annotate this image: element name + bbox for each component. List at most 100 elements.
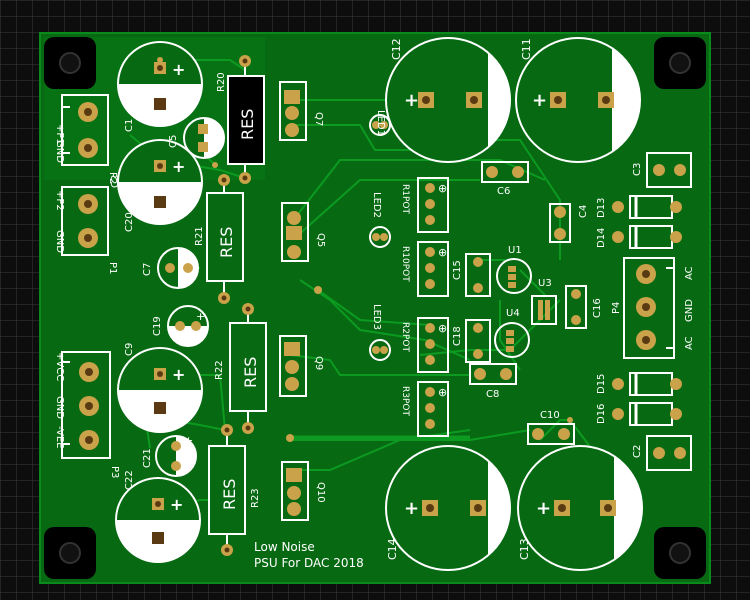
resistor-r22: RES R22 (214, 303, 267, 434)
polarity-mark: + (196, 310, 205, 323)
small-capacitor-group: + C5 + C7 + C19 + C21 (142, 117, 225, 477)
capacitor-label: C19 (152, 316, 163, 336)
capacitor-c14: + C14 (385, 445, 511, 571)
capacitor-label: C6 (497, 186, 510, 197)
capacitor-label: C21 (142, 448, 153, 468)
svg-text:⊕: ⊕ (438, 182, 447, 195)
polarity-mark: + (170, 495, 183, 514)
pot-label: R1POT (400, 184, 410, 214)
connector-group: +P1 GND P2 +P2 GND P1 +VCC GND -VEE P3 (54, 94, 695, 478)
capacitor-c18: C18 (452, 319, 491, 363)
resistor-r21: RES R21 (194, 174, 244, 304)
diode-d14: D14 (596, 225, 682, 249)
polarity-mark: + (404, 90, 419, 111)
board-title: Low Noise PSU For DAC 2018 (254, 540, 364, 570)
diode-d13: D13 (596, 195, 682, 219)
capacitor-label: C2 (632, 445, 643, 458)
capacitor-label: C15 (452, 260, 463, 280)
capacitor-label: C1 (124, 119, 135, 132)
capacitor-label: C20 (124, 212, 135, 232)
resistor-label: R21 (194, 226, 205, 246)
title-line-2: PSU For DAC 2018 (254, 556, 364, 570)
polarity-mark: + (404, 498, 419, 519)
capacitor-label: C10 (540, 410, 560, 421)
capacitor-c8: C8 (469, 363, 517, 400)
led-1: LED1 (369, 110, 391, 136)
capacitor-c21: + C21 (142, 434, 197, 477)
capacitor-label: C7 (142, 263, 153, 276)
capacitor-c4: C4 (549, 203, 589, 243)
capacitor-c1: + C1 (117, 41, 203, 132)
pot-label: R3POT (400, 386, 410, 416)
polarity-mark: + (184, 434, 193, 447)
capacitor-c2-upper: + C2 (110, 139, 203, 225)
resistor-body-label: RES (220, 479, 239, 510)
film-capacitor-group: C6 C4 C3 C2 C8 C10 C (452, 152, 692, 471)
connector-p4: AC GND AC P4 (611, 257, 695, 359)
polarity-mark: + (536, 498, 551, 519)
diode-label: D13 (596, 198, 607, 218)
capacitor-label: C18 (452, 326, 463, 346)
resistor-group: RES R20 RES R21 RES R22 RES R23 (194, 55, 267, 556)
polarity-mark: + (532, 90, 547, 111)
capacitor-label: C4 (578, 205, 589, 218)
connector-p1: +P2 GND P1 (54, 186, 118, 274)
ic-u4: U4 (494, 308, 530, 358)
ic-label: U4 (506, 308, 520, 319)
title-line-1: Low Noise (254, 540, 315, 554)
capacitor-c2-lower: C2 (632, 435, 692, 471)
large-capacitor-group: + C12 + C11 + C14 (385, 37, 643, 571)
ic-label: U3 (538, 278, 552, 289)
vias (157, 57, 573, 442)
capacitor-c3: C3 (632, 152, 692, 188)
svg-text:⊕: ⊕ (438, 386, 447, 399)
diode-label: D14 (596, 228, 607, 248)
capacitor-c9: + C9 (117, 343, 203, 433)
potentiometer-group: ⊕ R1POT ⊕ R10POT ⊕ R2POT ⊕ R3POT (400, 177, 449, 437)
polarity-mark: + (172, 60, 185, 79)
polarity-mark: + (172, 365, 185, 384)
transistor-q10: Q10 (281, 461, 326, 521)
resistor-body-label: RES (238, 109, 257, 140)
resistor-body-label: RES (217, 227, 236, 258)
capacitor-c7: + C7 (142, 247, 199, 289)
polarity-mark: + (182, 252, 191, 265)
medium-capacitor-group: + C1 + C2 C20 + C9 (110, 41, 203, 563)
resistor-label: R23 (250, 488, 261, 508)
capacitor-label: C13 (518, 538, 531, 560)
svg-text:⊕: ⊕ (438, 246, 447, 259)
connector-label: P4 (611, 302, 622, 314)
capacitor-c15: C15 (452, 253, 491, 297)
capacitor-label: C12 (390, 38, 403, 60)
transistor-q5: Q5 (281, 202, 326, 262)
led-label: LED3 (371, 304, 382, 330)
diode-label: D16 (596, 404, 607, 424)
capacitor-c6: C6 (481, 161, 529, 197)
capacitor-label: C16 (592, 298, 603, 318)
resistor-r20: RES R20 (216, 55, 265, 184)
pot-r1pot: ⊕ R1POT (400, 177, 449, 233)
polarity-mark: + (212, 121, 222, 135)
capacitor-c13: + C13 (517, 445, 643, 571)
capacitor-label: C22 (124, 470, 135, 490)
pot-r3pot: ⊕ R3POT (400, 381, 449, 437)
capacitor-c19: + C19 (152, 305, 209, 347)
resistor-label: R22 (214, 360, 225, 380)
diode-d16: D16 (596, 402, 682, 426)
led-group: LED1 LED2 LED3 (369, 110, 391, 361)
ic-u1: U1 (496, 245, 532, 294)
capacitor-label: C2 (110, 175, 121, 188)
ic-label: U1 (508, 245, 522, 256)
resistor-r23: RES R23 (208, 424, 261, 556)
led-label: LED1 (375, 110, 386, 136)
ic-group: U1 U3 U4 (494, 245, 557, 358)
transistor-label: Q5 (315, 233, 326, 247)
led-3: LED3 (369, 304, 391, 361)
resistor-body-label: RES (241, 357, 260, 388)
ic-u3: U3 (531, 278, 557, 325)
connector-p3: +VCC GND -VEE P3 (54, 351, 120, 478)
pin-label: GND (54, 140, 65, 163)
pin-label: GND (54, 230, 65, 253)
